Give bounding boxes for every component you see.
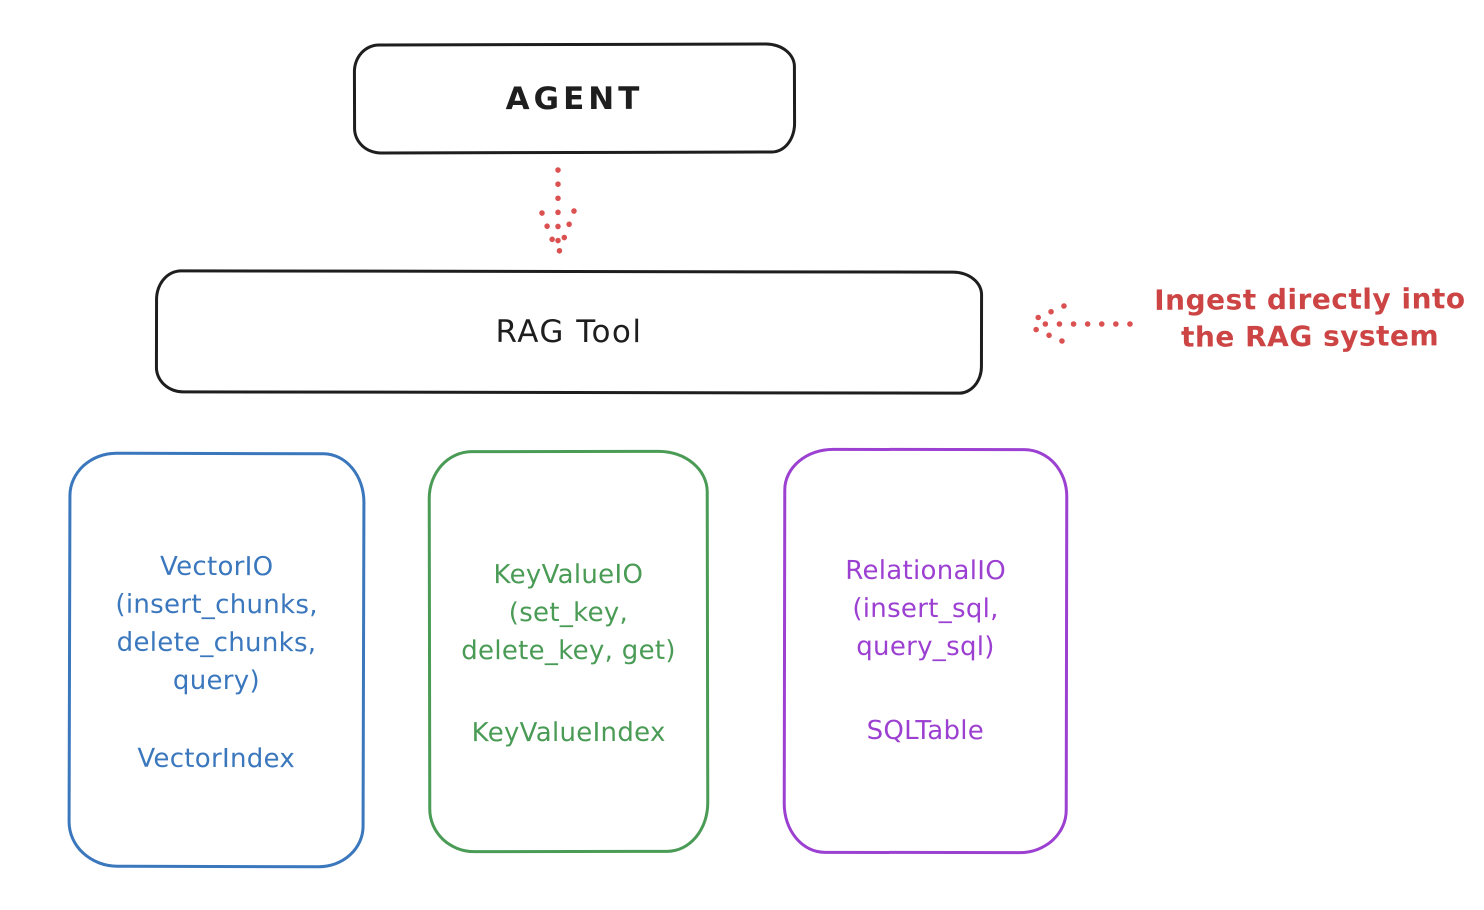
ingest-annotation-line1: Ingest directly into: [1154, 282, 1466, 317]
annotation-to-ragtool-arrow: [1025, 303, 1133, 344]
rag-tool-node-label: RAG Tool: [495, 313, 643, 351]
vector-io-method-line: delete_chunks,: [116, 627, 317, 659]
keyvalue-io-method-line: delete_key, get): [461, 635, 676, 667]
relational-io-index-label: SQLTable: [866, 715, 985, 747]
spacer: [71, 700, 362, 741]
backend-node-relational-io: RelationalIO (insert_sql, query_sql) SQL…: [782, 447, 1069, 855]
vector-io-method-line: (insert_chunks,: [115, 589, 318, 621]
rag-tool-node: RAG Tool: [154, 269, 984, 395]
ingest-annotation: Ingest directly into the RAG system: [1130, 280, 1484, 356]
relational-io-method-line: (insert_sql,: [852, 593, 999, 625]
keyvalue-io-title: KeyValueIO: [493, 559, 644, 591]
relational-io-method-line: query_sql): [856, 631, 995, 663]
keyvalue-io-method-line: (set_key,: [508, 597, 629, 629]
relational-io-title: RelationalIO: [845, 555, 1007, 587]
agent-node: AGENT: [352, 42, 797, 155]
spacer: [786, 666, 1065, 712]
agent-node-label: AGENT: [505, 80, 644, 117]
backend-node-keyvalue-io: KeyValueIO (set_key, delete_key, get) Ke…: [427, 449, 710, 854]
ingest-annotation-line2: the RAG system: [1180, 319, 1440, 354]
backend-node-vector-io: VectorIO (insert_chunks, delete_chunks, …: [67, 451, 366, 869]
spacer: [431, 670, 706, 714]
vector-io-title: VectorIO: [160, 551, 274, 583]
vector-io-index-label: VectorIndex: [137, 743, 296, 775]
vector-io-method-line: query): [172, 665, 260, 697]
agent-to-ragtool-arrow: [539, 167, 577, 255]
keyvalue-io-index-label: KeyValueIndex: [471, 717, 666, 749]
